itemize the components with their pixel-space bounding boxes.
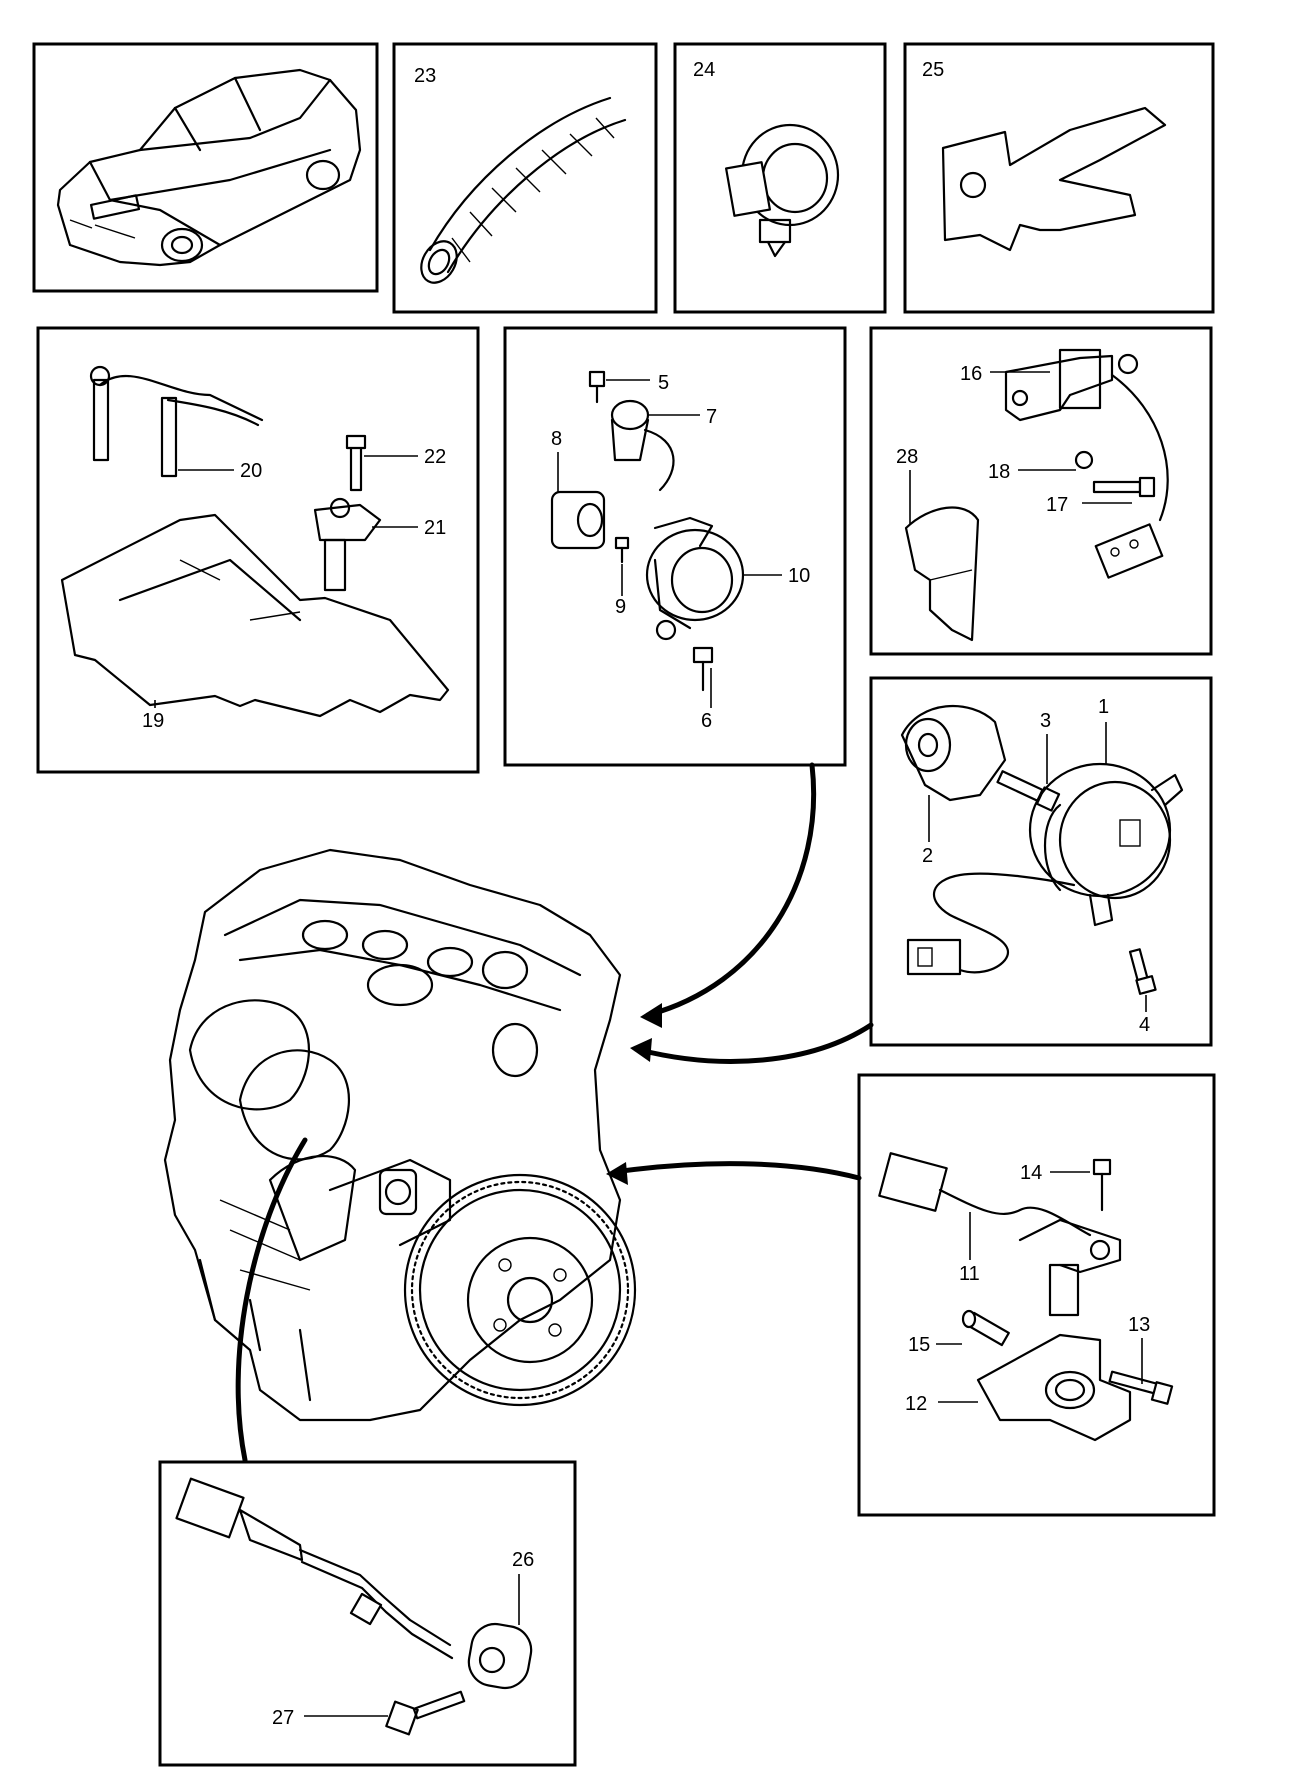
arrow-from-parts-5-10 — [645, 762, 817, 1018]
callout-28: 28 — [896, 446, 918, 468]
bolt-5 — [588, 370, 606, 404]
callout-6: 6 — [701, 710, 712, 732]
sensor-16 — [1004, 348, 1169, 579]
cover-28 — [904, 506, 980, 642]
sensor-11 — [878, 1152, 1122, 1317]
corrugated-hose — [420, 96, 627, 284]
panel-parts-11-15: 11 14 15 12 13 — [857, 1073, 1216, 1517]
bolt-13 — [1108, 1370, 1174, 1405]
callout-21: 21 — [424, 517, 446, 539]
motor-1 — [1028, 762, 1184, 927]
arrow-to-parts-26-27 — [235, 1137, 308, 1463]
callout-23: 23 — [414, 65, 436, 87]
engine-assembly — [163, 848, 637, 1422]
callout-27: 27 — [272, 1707, 294, 1729]
callout-22: 22 — [424, 446, 446, 468]
bolt-17 — [1092, 476, 1156, 498]
callout-16: 16 — [960, 363, 982, 385]
panel-part-25: 25 — [903, 42, 1215, 314]
panel-parts-1-4: 2 3 1 4 — [869, 676, 1213, 1047]
callout-11: 11 — [959, 1263, 980, 1285]
screw-9 — [614, 536, 630, 564]
callout-20: 20 — [240, 460, 262, 482]
callout-1: 1 — [1098, 696, 1109, 718]
mounting-bracket — [941, 106, 1167, 252]
panel-parts-26-27: 26 27 — [158, 1460, 577, 1767]
flywheel — [403, 1173, 637, 1407]
panel-parts-16-18-28: 16 18 17 28 — [869, 326, 1213, 656]
callout-2: 2 — [922, 845, 933, 867]
panel-part-24: 24 — [673, 42, 887, 314]
callout-26: 26 — [512, 1549, 534, 1571]
callout-5: 5 — [658, 372, 669, 394]
callout-3: 3 — [1040, 710, 1051, 732]
bolt-6 — [692, 646, 714, 692]
spark-plug-wire-20 — [89, 365, 264, 478]
wire-harness-1 — [906, 872, 1076, 976]
bolt-27 — [385, 1690, 466, 1736]
arrow-from-parts-11-15 — [612, 1161, 862, 1181]
panel-vehicle-overview — [32, 42, 379, 293]
bolt-14 — [1092, 1158, 1112, 1212]
sensor-21 — [313, 497, 382, 592]
callout-19: 19 — [142, 710, 164, 732]
callout-14: 14 — [1020, 1162, 1042, 1184]
callout-8: 8 — [551, 428, 562, 450]
callout-7: 7 — [706, 406, 717, 428]
pin-15 — [961, 1309, 1010, 1347]
bolt-22 — [345, 434, 367, 492]
callout-9: 9 — [615, 596, 626, 618]
callout-24: 24 — [693, 59, 715, 81]
sensor-7 — [610, 399, 675, 492]
arrowhead-parts-1-4 — [630, 1038, 652, 1062]
bolt-3 — [996, 770, 1061, 812]
arrow-from-parts-1-4 — [637, 1022, 874, 1064]
pointer-arrows — [235, 762, 874, 1463]
callout-15: 15 — [908, 1334, 930, 1356]
washer-18 — [1074, 450, 1094, 470]
vehicle-illustration — [56, 68, 362, 267]
bushing-8 — [550, 490, 606, 550]
panel-part-23: 23 — [392, 42, 658, 314]
callout-10: 10 — [788, 565, 810, 587]
arrowhead-parts-11-15 — [606, 1162, 628, 1185]
arrowhead-parts-5-10 — [640, 1003, 662, 1028]
callout-18: 18 — [988, 461, 1010, 483]
callout-13: 13 — [1128, 1314, 1150, 1336]
callout-4: 4 — [1139, 1014, 1150, 1036]
callout-17: 17 — [1046, 494, 1068, 516]
callout-25: 25 — [922, 59, 944, 81]
engine-cover-19 — [60, 513, 450, 718]
bracket-12 — [976, 1333, 1132, 1442]
callout-12: 12 — [905, 1393, 927, 1415]
pulley-2 — [900, 704, 1007, 802]
screw-4 — [1128, 948, 1157, 995]
panel-parts-5-10: 5 7 8 9 10 — [503, 326, 847, 767]
housing-10 — [645, 516, 745, 641]
hose-clamp — [725, 123, 840, 258]
panel-parts-19-22: 20 22 21 19 — [36, 326, 480, 774]
knock-sensor-26 — [175, 1477, 533, 1690]
